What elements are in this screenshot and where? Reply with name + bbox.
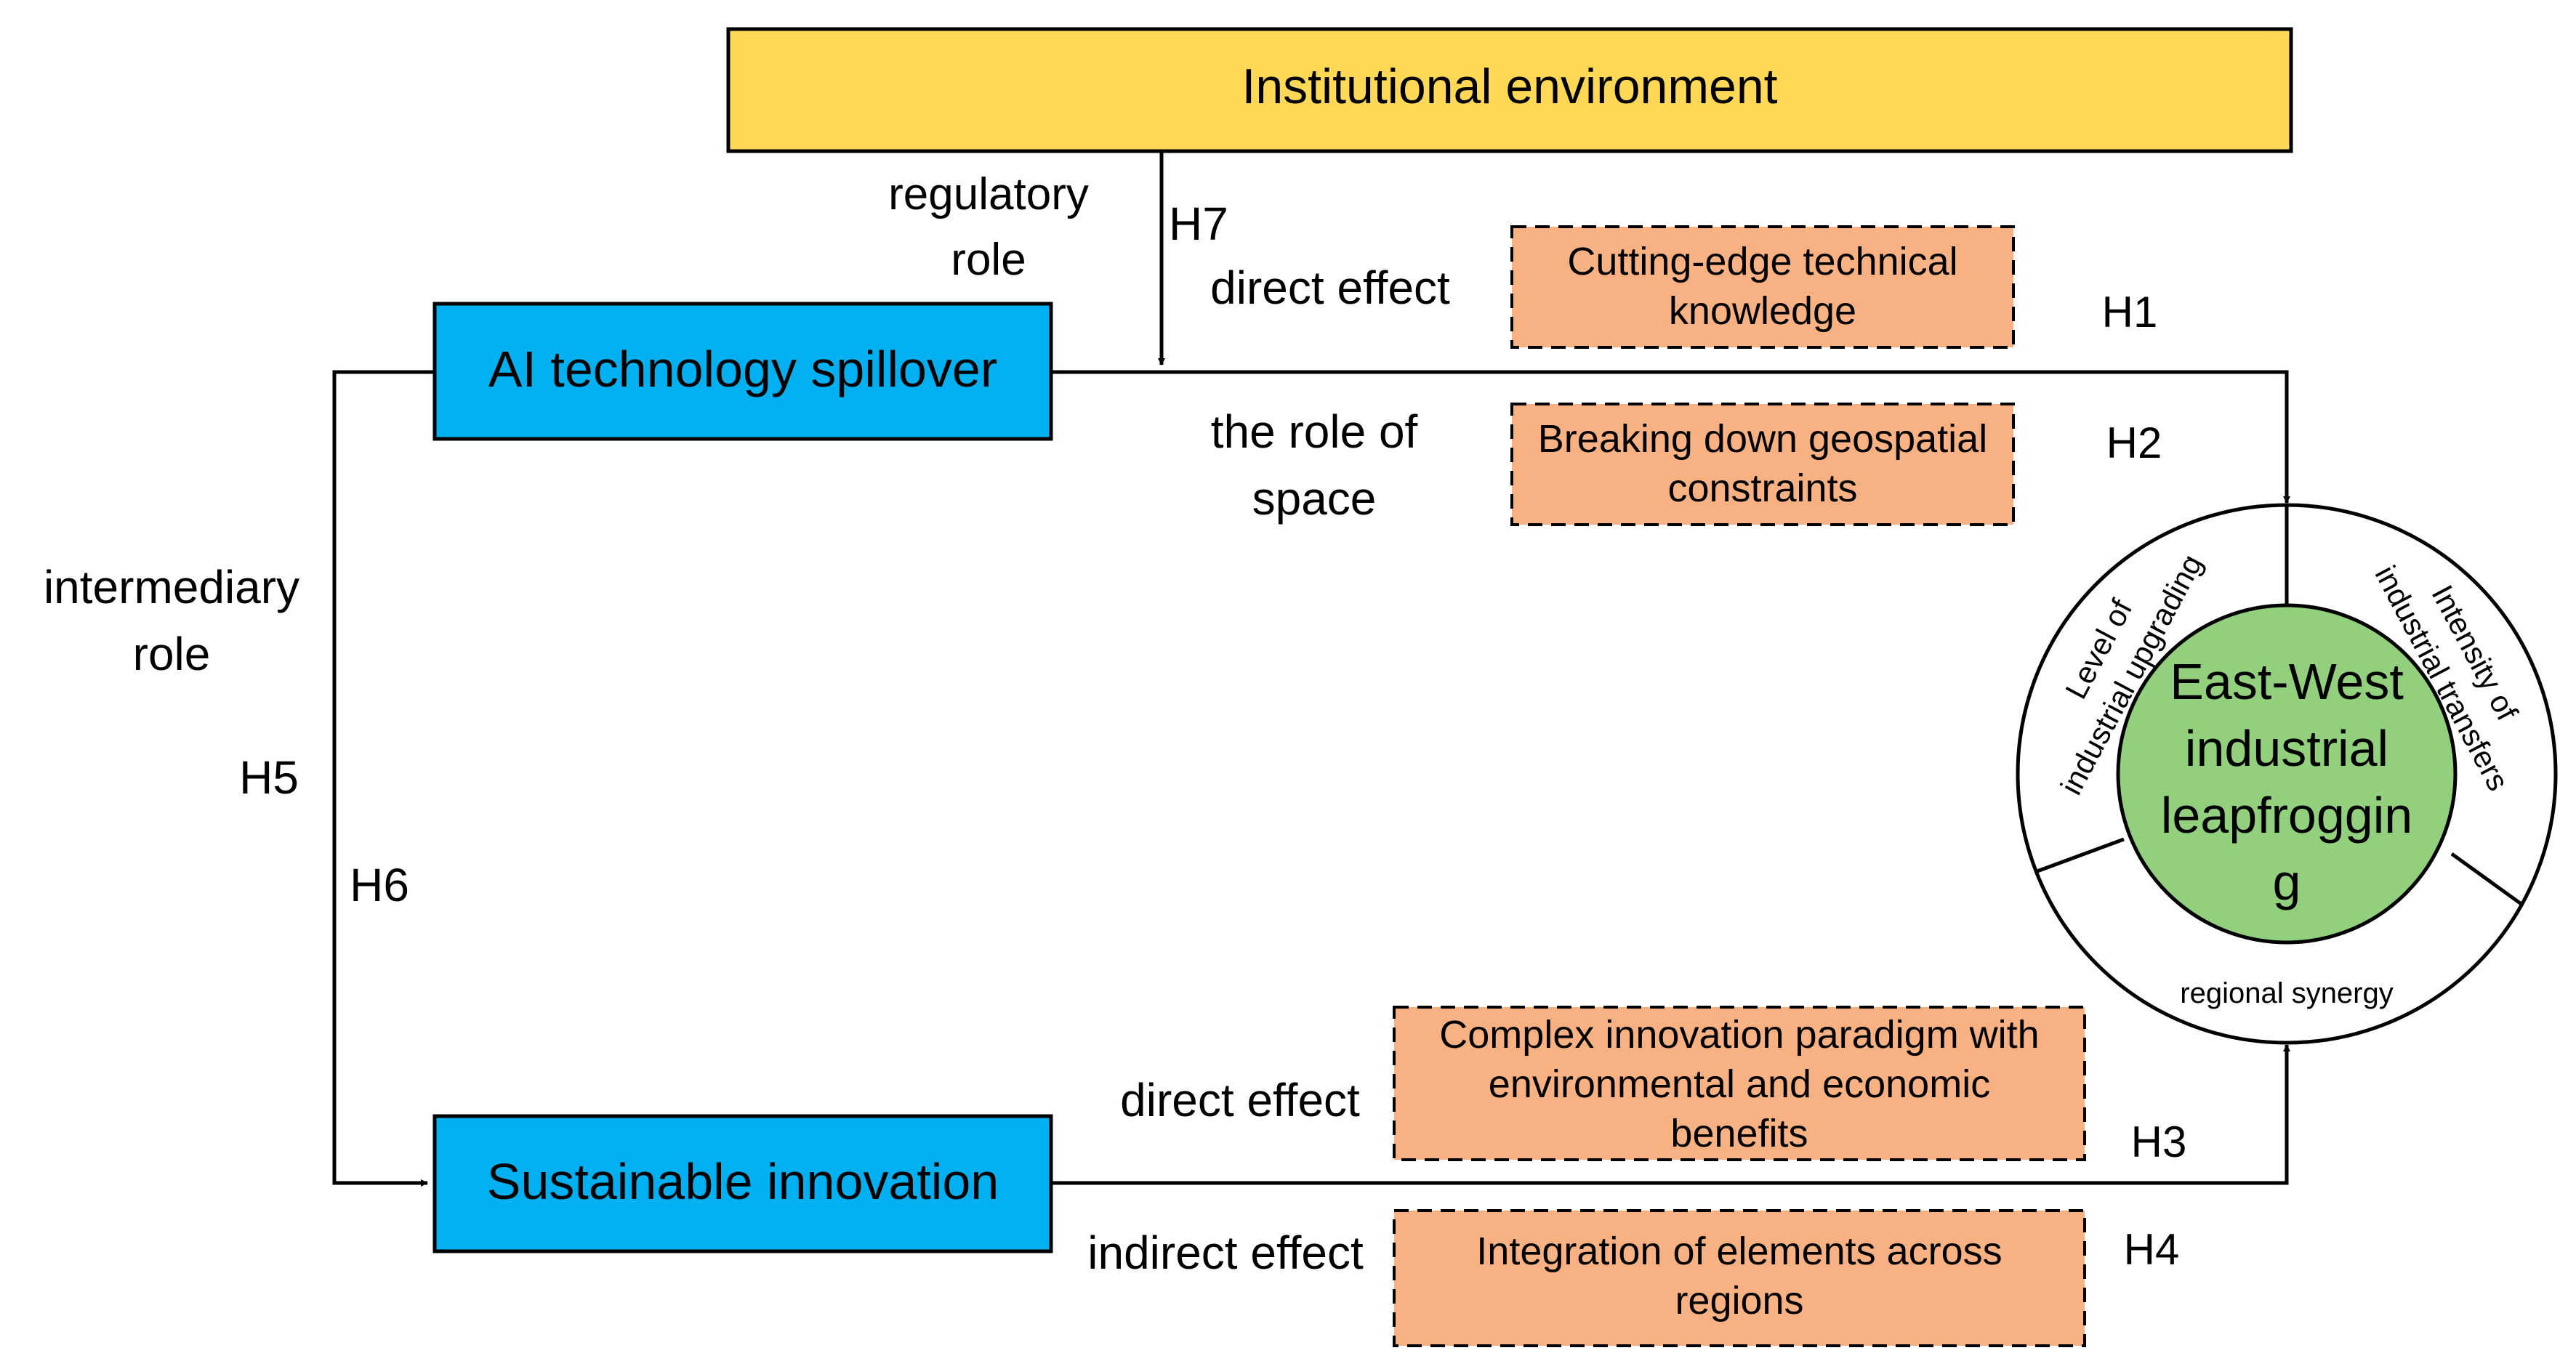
mechanism-h1-box <box>1510 225 2015 349</box>
institutional-environment-label: Institutional environment <box>1241 59 1777 114</box>
h2-label: H2 <box>2106 419 2162 467</box>
role-of-space-label-line1: the role of <box>1211 405 1418 458</box>
ai-technology-spillover-label: AI technology spillover <box>488 341 997 397</box>
mechanism-h1-text-line2: knowledge <box>1669 289 1856 333</box>
sustainable-to-outcome-connector <box>1051 1044 2290 1185</box>
h5-label: H5 <box>239 751 299 804</box>
mechanism-h4-text-line2: regions <box>1675 1279 1803 1322</box>
mechanism-h2-text-line1: Breaking down geospatial <box>1538 417 1987 461</box>
role-of-space-label-line2: space <box>1252 472 1377 525</box>
h3-label: H3 <box>2131 1118 2187 1166</box>
outcome-center-line3: leapfroggin <box>2161 787 2412 844</box>
ring-divider-right <box>2450 852 2524 907</box>
mechanism-h4-box <box>1393 1209 2086 1347</box>
mechanism-h4-text-line1: Integration of elements across <box>1476 1229 2002 1273</box>
mechanism-h2-text-line2: constraints <box>1667 467 1857 510</box>
h7-label: H7 <box>1169 198 1228 250</box>
ai-to-outcome-connector <box>1051 370 2290 504</box>
h6-label: H6 <box>350 859 409 911</box>
h4-label: H4 <box>2124 1225 2180 1274</box>
direct-effect-bottom-label: direct effect <box>1120 1074 1360 1126</box>
h1-label: H1 <box>2102 288 2158 336</box>
institutional-environment-box <box>726 27 2293 153</box>
intermediary-role-label-line1: intermediary <box>44 561 299 613</box>
direct-effect-top-label: direct effect <box>1210 262 1450 314</box>
mechanism-h3-text-line2: environmental and economic <box>1489 1062 1990 1106</box>
intermediary-connector <box>332 370 435 1187</box>
mechanism-h2-box <box>1510 403 2015 526</box>
indirect-effect-label: indirect effect <box>1087 1227 1364 1279</box>
outcome-center-line4: g <box>2273 854 2301 910</box>
mechanism-h3-text-line1: Complex innovation paradigm with <box>1439 1013 2039 1057</box>
outcome-center-circle <box>2116 603 2458 945</box>
mechanism-h1-text-line1: Cutting-edge technical <box>1567 240 1957 283</box>
sustainable-innovation-label: Sustainable innovation <box>487 1153 999 1210</box>
intermediary-role-label-line2: role <box>133 628 211 680</box>
ring-divider-left <box>2034 837 2125 874</box>
outcome-center-line1: East-West <box>2170 653 2404 710</box>
mechanism-h3-text-line3: benefits <box>1670 1112 1808 1155</box>
ring-bottom-label: regional synergy <box>2180 977 2394 1009</box>
regulatory-role-label-line1: regulatory <box>888 169 1089 219</box>
sustainable-innovation-box <box>432 1114 1053 1253</box>
regulatory-role-label-line2: role <box>951 235 1026 285</box>
outcome-center-line2: industrial <box>2185 720 2388 777</box>
mechanism-h3-box <box>1393 1006 2086 1161</box>
ai-technology-spillover-box <box>432 302 1053 441</box>
